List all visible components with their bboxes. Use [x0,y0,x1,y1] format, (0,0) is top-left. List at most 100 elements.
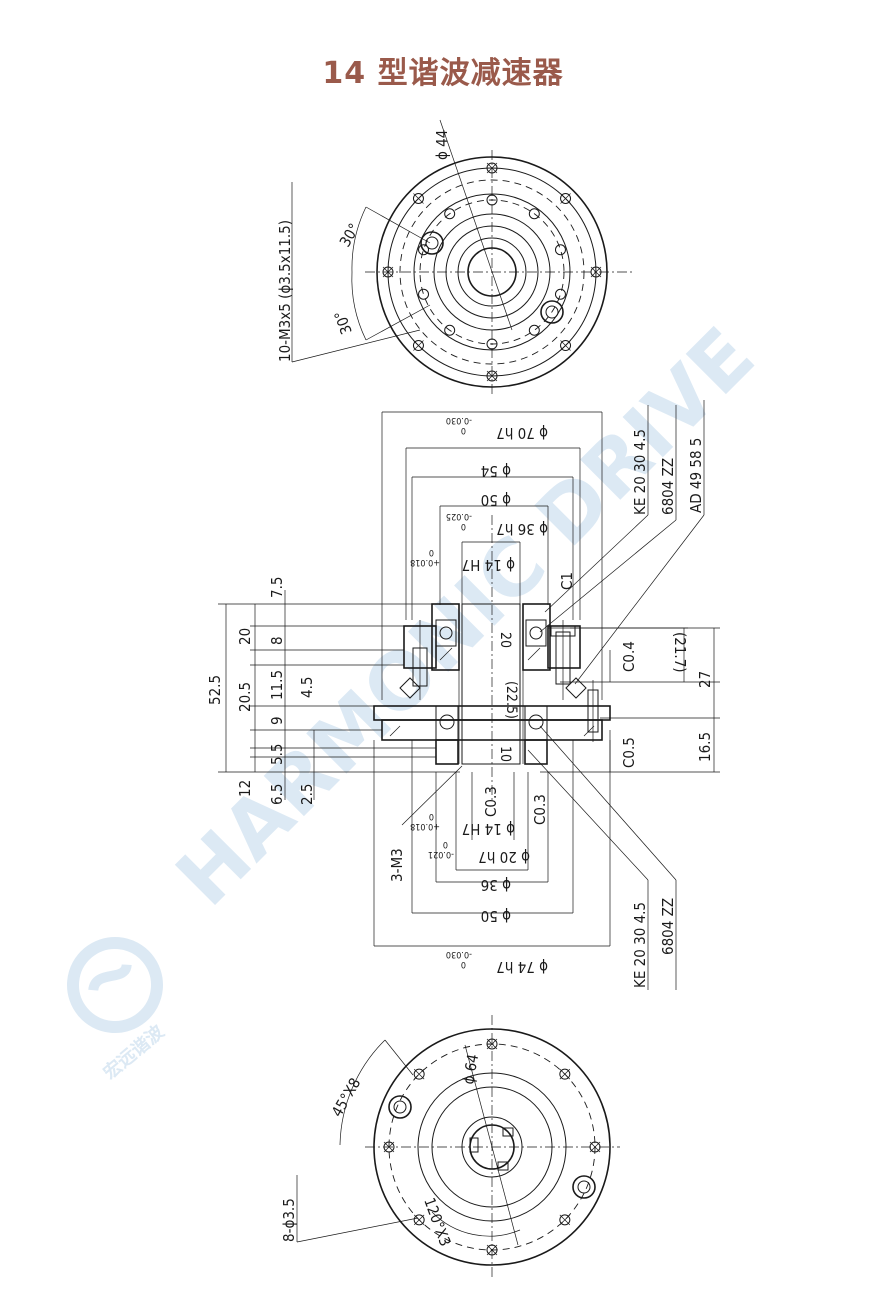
dim-right-c0-4: C0.4 [620,641,638,672]
dim-left-11-5: 11.5 [268,670,286,700]
dim-bottom-c03-left: C0.3 [482,786,500,817]
bolt-hole [528,208,540,220]
bolt-hole [444,208,456,220]
dim-right-c0-5: C0.5 [620,737,638,768]
bolt-hole [412,340,424,352]
dim-right-c1: C1 [558,572,576,590]
bolt-hole-mark [413,1068,425,1080]
bolt-hole [559,1068,571,1080]
dim-center-20: 20 [497,632,513,648]
callout-seal-ad: AD 49 58 5 [687,438,705,513]
dim-right-16-5: 16.5 [696,732,714,762]
bolt-hole [486,1244,498,1256]
dim-bottom-d14-tol: +0.018 [410,821,440,831]
bolt-hole [590,266,602,278]
bolt-hole-mark [560,193,571,204]
dim-top-d50: ϕ 50 [481,491,511,509]
callout-seal-bottom: KE 20 30 4.5 [631,902,649,988]
right-dimension-lines [540,627,720,773]
bolt-hole [413,1068,425,1080]
bolt-hole [528,324,540,336]
section-view: ϕ 70 h7 -0.030 0 ϕ 54 ϕ 50 ϕ 36 h7 -0.02… [206,400,720,990]
bolt-hole-mark [413,193,424,204]
page-title: 14 型谐波减速器 [322,56,564,91]
dim-left-52-5: 52.5 [206,675,224,705]
dim-top-d54: ϕ 54 [481,462,511,480]
left-dimension-labels: 7.5 20 8 52.5 20.5 11.5 4.5 9 5.5 12 6.5… [206,577,463,882]
dim-top-d70-tol0: 0 [461,425,466,435]
bolt-hole [589,1141,601,1153]
dim-top-d36-tol: -0.025 [446,511,472,521]
bolt-hole [560,192,572,204]
bolt-hole-mark [486,1244,498,1256]
bolt-hole [554,288,566,300]
bolt-hole-mark [559,1068,571,1080]
bolt-hole [412,192,424,204]
bolt-hole [554,244,566,256]
dim-bottom-d50: ϕ 50 [481,907,511,925]
bolt-hole-mark [486,370,498,382]
bolt-hole [486,338,498,350]
bottom-view-holes [383,1038,601,1256]
bottom-view: ϕ 64 45°X8 120°X3 8-ϕ3.5 [280,1015,620,1280]
dim-left-7-5: 7.5 [268,577,286,598]
bottom-diameter-label: ϕ 64 [459,1053,482,1086]
part-callouts: KE 20 30 4.5 6804 ZZ AD 49 58 5 KE 20 30… [527,400,705,990]
bolt-hole [560,340,572,352]
angle-lower-label: 30° [331,308,356,337]
dim-left-20-5: 20.5 [236,682,254,712]
bolt-hole [559,1214,571,1226]
bolt-hole [486,194,498,206]
angle-120-label: 120°X3 [420,1195,454,1248]
dim-bottom-c03-right: C0.3 [531,794,549,825]
angle-45-label: 45°X8 [328,1075,364,1120]
section-hatching [389,647,595,737]
dim-left-2-5: 2.5 [298,784,316,805]
callout-bearing-top: 6804 ZZ [659,458,677,515]
bolt-hole-mark [486,162,498,174]
bolt-hole-mark [560,340,571,351]
bolt-hole-mark [486,1038,498,1050]
dim-top-d70: ϕ 70 h7 [496,424,548,442]
right-dimension-labels: C1 C0.4 (21.7) 27 C0.5 16.5 [558,572,714,768]
dim-right-27: 27 [696,671,714,688]
bolt-hole-mark [589,1141,601,1153]
dim-center-10: 10 [497,746,513,762]
dim-bottom-d36: ϕ 36 [481,876,511,894]
dim-bottom-d74: ϕ 74 h7 [496,958,548,976]
dim-left-6-5: 6.5 [268,784,286,805]
dim-center-22-5: (22.5) [503,681,519,719]
bolt-hole-mark [382,266,394,278]
dim-bottom-d14-tol0: 0 [429,811,434,821]
bolt-hole [486,1038,498,1050]
bolt-hole-mark [559,1214,571,1226]
bolt-hole [486,370,498,382]
angle-upper-label: 30° [336,220,364,250]
dim-top-d14-tol0: 0 [429,547,434,557]
bolt-hole [418,288,430,300]
dim-left-12: 12 [236,780,254,797]
bolt-hole [413,1214,425,1226]
dim-top-d70-tol: -0.030 [446,415,472,425]
dim-left-9: 9 [268,716,286,725]
bottom-dimension-lines [373,740,611,947]
top-dimension-lines [381,411,603,700]
watermark: HARMONIC DRIVE 宏远谐波 [67,311,772,1084]
bolt-hole [418,244,430,256]
bottom-hole-spec-label: 8-ϕ3.5 [280,1198,298,1242]
left-dimension-lines [218,590,460,800]
dim-bottom-d14: ϕ 14 H7 [462,820,515,838]
top-dimension-labels: ϕ 70 h7 -0.030 0 ϕ 54 ϕ 50 ϕ 36 h7 -0.02… [410,415,548,574]
callout-seal-top: KE 20 30 4.5 [631,429,649,515]
callout-bearing-bottom: 6804 ZZ [659,898,677,955]
top-view: ϕ 44 30° 30° 10-M3x5 (ϕ3.5x11.5) [276,119,635,395]
dim-bottom-d20: ϕ 20 h7 [478,848,530,866]
top-hole-spec-label: 10-M3x5 (ϕ3.5x11.5) [276,220,294,362]
top-view-holes [382,162,602,382]
dim-bottom-d74-tol0: 0 [461,959,466,969]
dim-top-d36-tol0: 0 [461,521,466,531]
dim-left-4-5: 4.5 [298,677,316,698]
dim-top-d14-tol: +0.018 [410,557,440,567]
dim-top-d14: ϕ 14 H7 [462,556,515,574]
dim-bottom-d20-tol0: 0 [443,839,448,849]
